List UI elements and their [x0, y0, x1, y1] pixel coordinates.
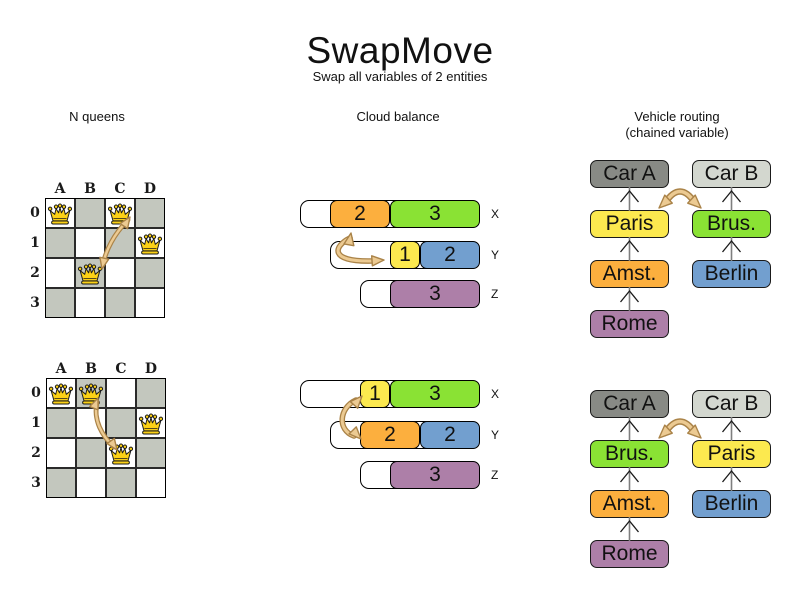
chain-connector-arrow: [721, 237, 742, 261]
process-block: 3: [390, 200, 480, 228]
chain-box: Rome: [590, 540, 669, 568]
board-cell: [136, 468, 166, 498]
computer-label: Y: [491, 428, 500, 442]
board-cell: [76, 438, 106, 468]
section-label-vehicle-routing: Vehicle routing: [634, 109, 720, 124]
chain-box: Amst.: [590, 490, 669, 518]
chain-connector-arrow: [619, 417, 640, 441]
board-cell: [45, 258, 75, 288]
process-block: 1: [390, 241, 420, 269]
swap-arrow-vehicle-bottom: [658, 418, 702, 439]
chain-box: Car A: [590, 160, 669, 188]
computer-label: X: [491, 207, 500, 221]
board-cell: [105, 228, 135, 258]
chain-connector-arrow: [721, 467, 742, 491]
column-label: B: [84, 181, 96, 197]
process-block: 3: [390, 380, 480, 408]
row-label: 2: [30, 265, 40, 281]
process-block: 2: [420, 241, 480, 269]
chain-box: Amst.: [590, 260, 669, 288]
row-label: 0: [30, 205, 40, 221]
computer-label: X: [491, 387, 500, 401]
process-block: 2: [330, 200, 390, 228]
board-cell: [106, 378, 136, 408]
section-sublabel-chained-variable: (chained variable): [625, 125, 729, 140]
board-cell: [105, 288, 135, 318]
queen-icon: [107, 442, 135, 465]
board-cell: [76, 408, 106, 438]
row-label: 1: [30, 235, 40, 251]
board-cell: [135, 198, 165, 228]
board-cell: [76, 468, 106, 498]
section-label-nqueens: N queens: [69, 109, 125, 124]
board-cell: [45, 228, 75, 258]
chain-box: Berlin: [692, 490, 771, 518]
column-label: A: [55, 361, 67, 377]
queen-icon: [77, 382, 105, 405]
board-cell: [45, 288, 75, 318]
row-label: 3: [31, 475, 41, 491]
chain-box: Car B: [692, 390, 771, 418]
computer-label: Z: [491, 287, 499, 301]
board-cell: [106, 408, 136, 438]
column-label: D: [144, 361, 158, 377]
figure-subtitle: Swap all variables of 2 entities: [312, 69, 488, 84]
chain-box: Car A: [590, 390, 669, 418]
chain-connector-arrow: [619, 187, 640, 211]
chain-box: Paris: [590, 210, 669, 238]
chain-connector-arrow: [721, 187, 742, 211]
chain-box: Brus.: [692, 210, 771, 238]
chain-box: Paris: [692, 440, 771, 468]
column-label: C: [114, 181, 126, 197]
queen-icon: [76, 262, 104, 285]
process-block: 3: [390, 280, 480, 308]
process-block: 3: [390, 461, 480, 489]
figure-title: SwapMove: [306, 30, 494, 71]
queen-icon: [46, 202, 74, 225]
row-label: 0: [31, 385, 41, 401]
queen-icon: [47, 382, 75, 405]
board-cell: [75, 288, 105, 318]
computer-label: Z: [491, 468, 499, 482]
chain-connector-arrow: [619, 237, 640, 261]
chain-box: Car B: [692, 160, 771, 188]
computer-label: Y: [491, 248, 500, 262]
queen-icon: [136, 232, 164, 255]
row-label: 1: [31, 415, 41, 431]
chain-connector-arrow: [619, 287, 640, 311]
row-label: 2: [31, 445, 41, 461]
board-cell: [75, 228, 105, 258]
process-block: 2: [360, 421, 420, 449]
queen-icon: [106, 202, 134, 225]
swap-arrow-vehicle-top: [658, 188, 702, 209]
section-label-cloud-balance: Cloud balance: [356, 109, 440, 124]
board-cell: [135, 258, 165, 288]
board-cell: [136, 378, 166, 408]
column-label: D: [143, 181, 157, 197]
row-label: 3: [30, 295, 40, 311]
board-cell: [75, 198, 105, 228]
column-label: A: [54, 181, 66, 197]
board-cell: [105, 258, 135, 288]
board-cell: [135, 288, 165, 318]
chain-box: Berlin: [692, 260, 771, 288]
board-cell: [136, 438, 166, 468]
board-cell: [46, 468, 76, 498]
board-cell: [46, 408, 76, 438]
chain-box: Brus.: [590, 440, 669, 468]
board-cell: [46, 438, 76, 468]
chain-connector-arrow: [619, 467, 640, 491]
process-block: 2: [420, 421, 480, 449]
process-block: 1: [360, 380, 390, 408]
chain-connector-arrow: [721, 417, 742, 441]
chain-connector-arrow: [619, 517, 640, 541]
column-label: C: [115, 361, 127, 377]
column-label: B: [85, 361, 97, 377]
queen-icon: [137, 412, 165, 435]
chain-box: Rome: [590, 310, 669, 338]
board-cell: [106, 468, 136, 498]
